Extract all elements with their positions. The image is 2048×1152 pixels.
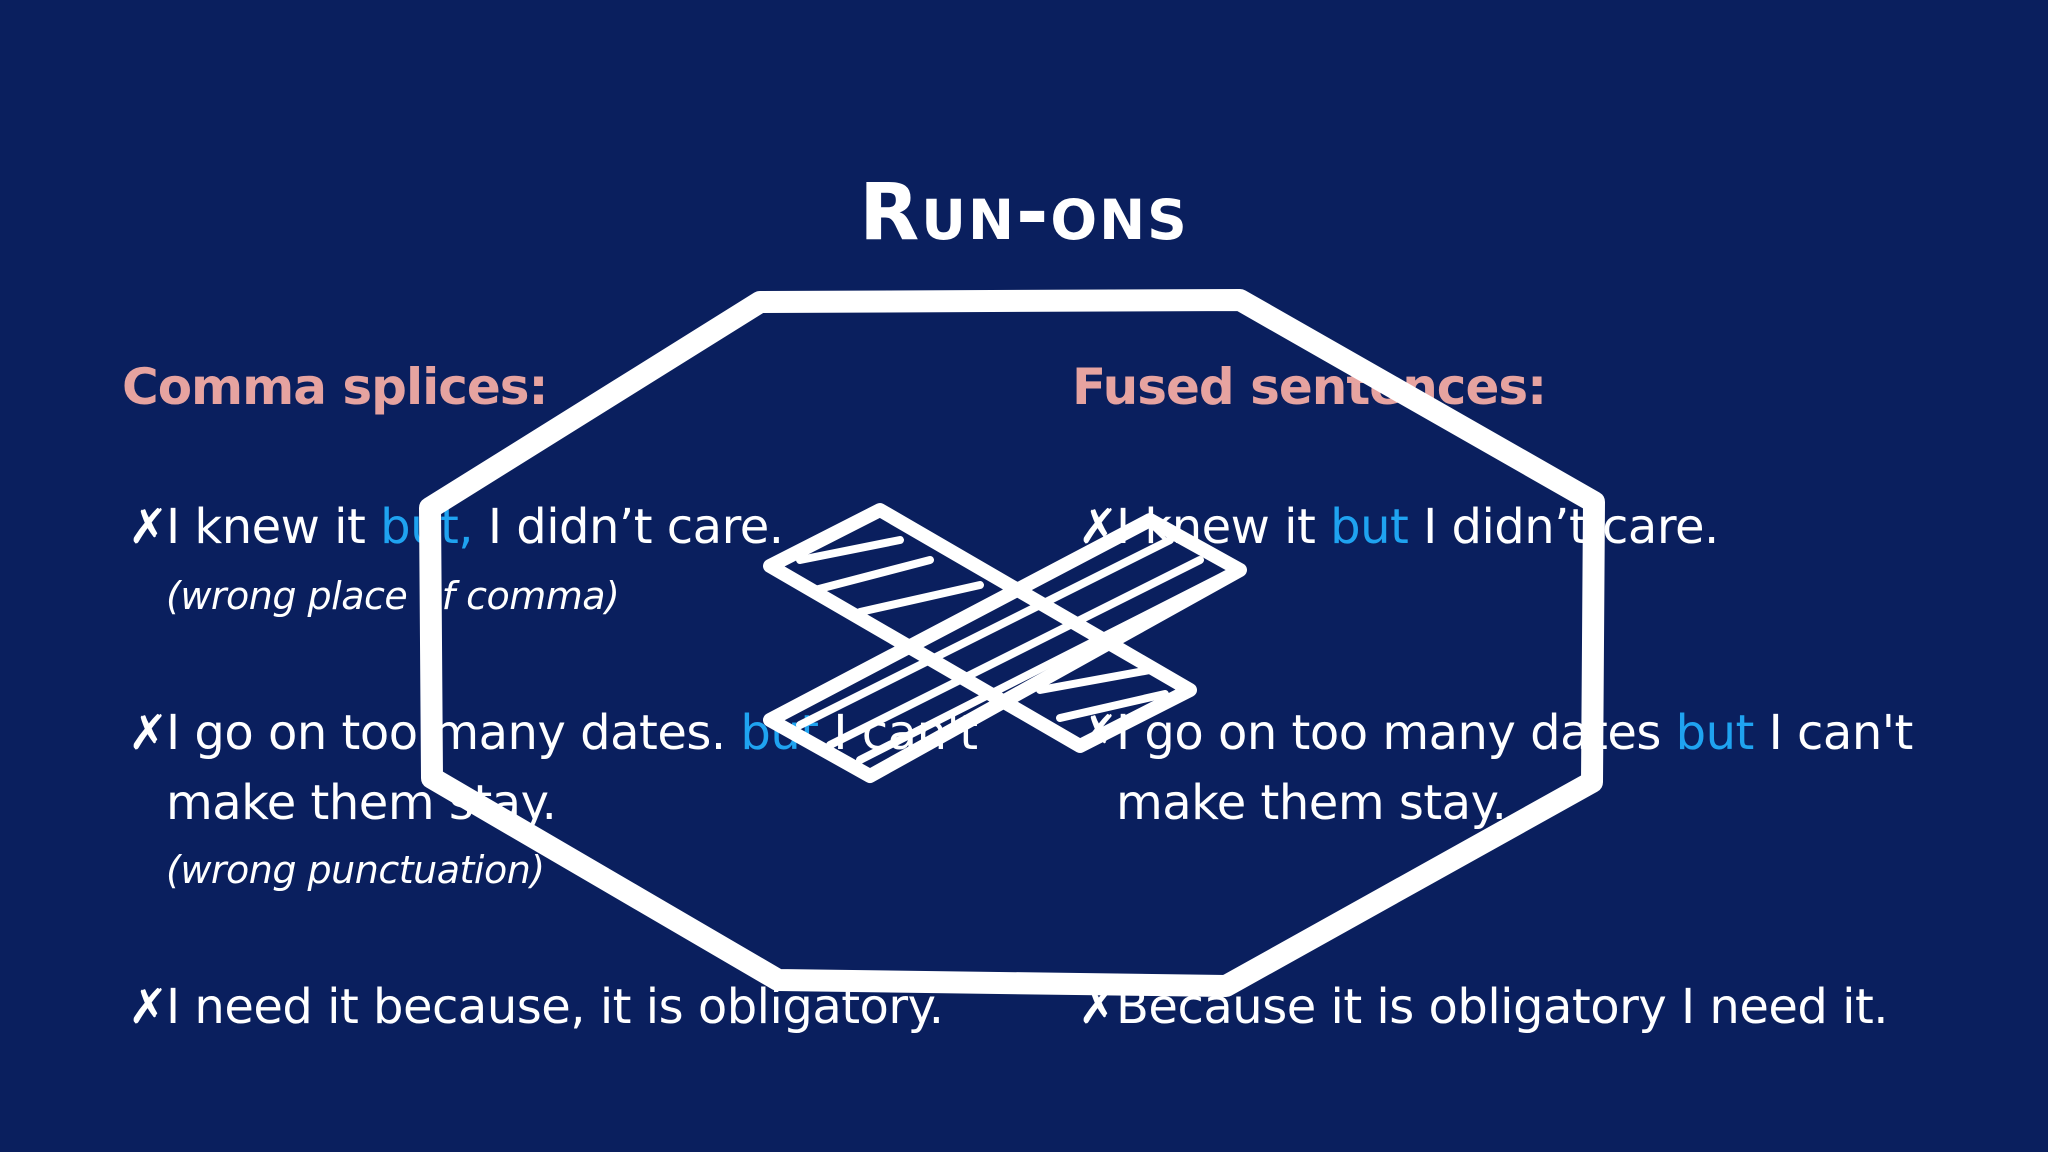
cross-mark-icon: ✗ xyxy=(128,705,168,761)
cross-mark-icon: ✗ xyxy=(128,979,168,1035)
comma-splices-heading: Comma splices: xyxy=(122,358,549,416)
fused-sentences-heading: Fused sentences: xyxy=(1072,358,1547,416)
octagon-outline xyxy=(419,289,1605,997)
left-item-3: ✗I need it because, it is obligatory. xyxy=(128,972,944,1042)
x-mark-icon xyxy=(763,503,1247,783)
right-item-3: ✗Because it is obligatory I need it. xyxy=(1078,972,1889,1042)
left-note-1: (wrong place of comma) xyxy=(166,574,620,618)
slide-title: Run-ons xyxy=(859,168,1189,258)
cross-mark-icon: ✗ xyxy=(128,499,168,555)
right-item-1: ✗I knew it but I didn’t care. xyxy=(1078,492,1719,562)
left-note-2: (wrong punctuation) xyxy=(166,848,545,892)
